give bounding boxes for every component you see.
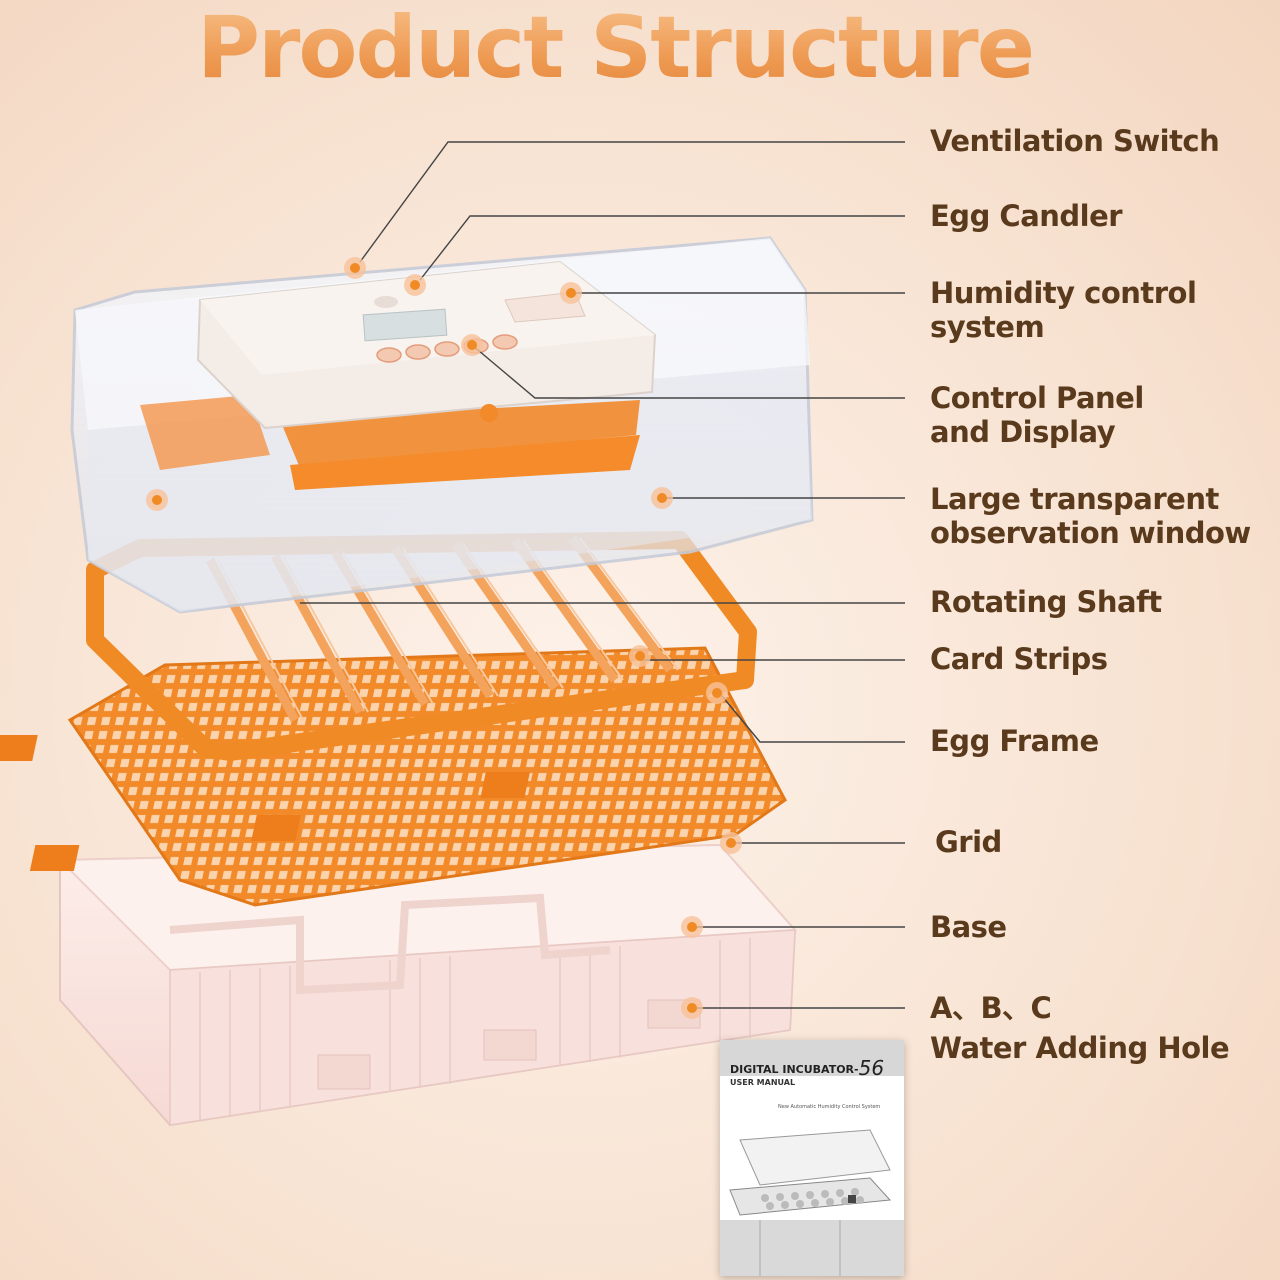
label-line: Large transparent xyxy=(930,482,1219,516)
label-line: A、B、C xyxy=(930,991,1052,1025)
label-humidity-control-system: Humidity control system xyxy=(930,276,1197,344)
user-manual-booklet: DIGITAL INCUBATOR-56 USER MANUAL New Aut… xyxy=(720,1040,904,1276)
label-control-panel-and-display: Control Panel and Display xyxy=(930,381,1144,449)
page-title: Product Structure xyxy=(0,0,1230,98)
dot-control-panel xyxy=(461,334,483,356)
base-tray xyxy=(57,843,798,1127)
label-grid: Grid xyxy=(935,825,1002,859)
manual-title-text: DIGITAL INCUBATOR- xyxy=(730,1063,859,1076)
dot-observation-window xyxy=(651,487,673,509)
label-line: Control Panel xyxy=(930,381,1144,415)
transparent-lid xyxy=(70,236,814,614)
leader-lines xyxy=(300,141,905,1009)
manual-caption: New Automatic Humidity Control System xyxy=(778,1104,881,1110)
dot-lid-left xyxy=(146,489,168,511)
dot-base xyxy=(681,916,703,938)
manual-subtitle: USER MANUAL xyxy=(730,1078,796,1087)
dot-grid xyxy=(720,832,742,854)
manual-illustration xyxy=(720,1129,904,1276)
grid-tray xyxy=(0,646,787,907)
dot-egg-candler xyxy=(404,274,426,296)
callout-dots xyxy=(146,257,742,1019)
dot-humidity-control xyxy=(560,282,582,304)
label-line: and Display xyxy=(930,415,1116,449)
manual-model-number: 56 xyxy=(858,1056,885,1080)
label-line: Water Adding Hole xyxy=(930,1031,1230,1065)
dot-ventilation-switch xyxy=(344,257,366,279)
label-base: Base xyxy=(930,910,1007,944)
label-observation-window: Large transparent observation window xyxy=(930,482,1251,550)
label-rotating-shaft: Rotating Shaft xyxy=(930,585,1162,619)
dot-egg-frame xyxy=(706,682,728,704)
manual-header-band xyxy=(720,1040,904,1076)
label-line: system xyxy=(930,310,1045,344)
label-ventilation-switch: Ventilation Switch xyxy=(930,124,1220,158)
label-egg-candler: Egg Candler xyxy=(930,199,1123,233)
label-egg-frame: Egg Frame xyxy=(930,724,1099,758)
dot-water-hole xyxy=(681,997,703,1019)
label-card-strips: Card Strips xyxy=(930,642,1108,676)
label-line: Humidity control xyxy=(930,276,1197,310)
manual-title: DIGITAL INCUBATOR-56 xyxy=(730,1054,885,1080)
dot-card-strips xyxy=(629,645,651,667)
label-water-adding-hole: A、B、C Water Adding Hole xyxy=(930,991,1230,1065)
label-line: observation window xyxy=(930,516,1251,550)
